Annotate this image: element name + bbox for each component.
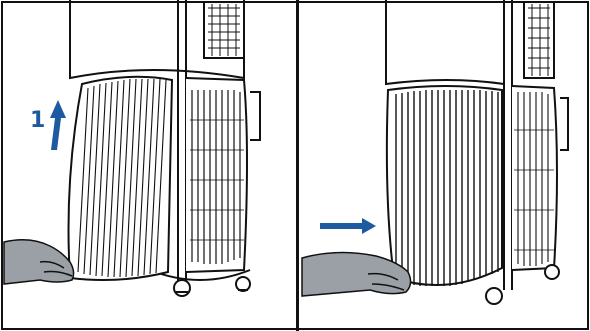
step-1-illustration [0,0,298,331]
filter-panel [69,77,173,280]
arrow-right-icon [320,218,376,234]
panel-divider [296,0,299,331]
arrow-up-icon [50,100,66,150]
step-1-number: 1 [30,108,45,133]
step-1-panel: 1 [0,0,298,331]
step-2-panel: 2 [298,0,590,331]
air-cooler-unit [386,0,568,304]
step-2-illustration [298,0,590,331]
hand-icon [4,240,74,284]
